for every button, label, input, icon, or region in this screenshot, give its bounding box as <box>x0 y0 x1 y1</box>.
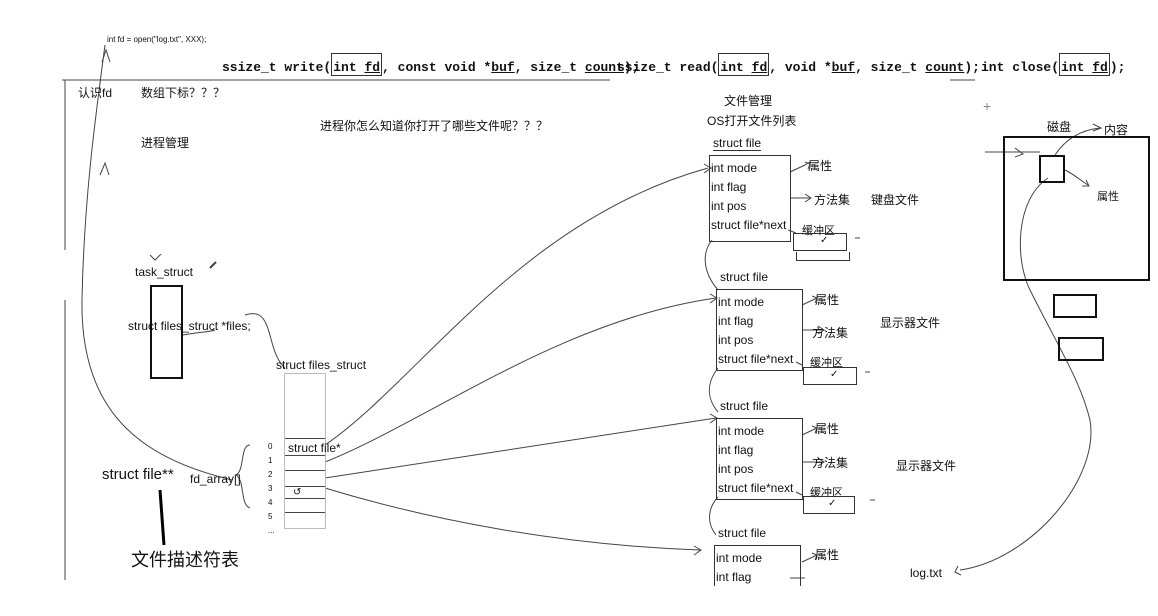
task-struct-box <box>150 285 183 379</box>
next-link-1 <box>704 239 719 291</box>
field-next: struct file*next <box>711 218 787 232</box>
close-signature: int close(int fd); <box>981 53 1125 76</box>
struct-file-1-box <box>709 155 791 242</box>
ops-label: 方法集 <box>814 193 851 207</box>
disk-to-log <box>959 177 1092 571</box>
field-pos: int pos <box>711 199 747 213</box>
slot3-mark: ↺ <box>293 487 302 498</box>
task-struct-label: task_struct <box>135 265 194 279</box>
field-flag: int flag <box>711 180 747 194</box>
fd-array-label: fd_array[] <box>190 472 241 486</box>
arrow-fd1 <box>324 297 717 463</box>
field-mode: int mode <box>718 295 765 309</box>
fd-indices: 0 1 2 3 4 5 ... <box>268 442 275 535</box>
question-label: 进程你怎么知道你打开了哪些文件呢？？？ <box>320 119 549 133</box>
write-signature: ssize_t write(int fd, const void *buf, s… <box>222 53 640 76</box>
buffer-box: ✓ <box>803 496 855 514</box>
field-flag: int flag <box>716 570 752 584</box>
buffer-box: ✓ <box>803 367 857 385</box>
curve-arrow-2 <box>101 48 111 63</box>
file-mgmt-label: 文件管理 <box>724 94 773 108</box>
file-kind-label: 键盘文件 <box>871 193 920 207</box>
fd-brace <box>234 444 251 509</box>
disk-attr-label: 属性 <box>1097 191 1119 203</box>
tick-mark <box>149 253 162 261</box>
struct-file-3-box <box>716 418 803 500</box>
content-label: 内容 <box>1104 123 1129 137</box>
curve-arrow-1 <box>99 161 110 176</box>
disk-block-1 <box>1053 294 1097 318</box>
struct-file-2-title: struct file <box>720 270 769 284</box>
ops-label: 方法集 <box>812 456 849 470</box>
attr-label: 属性 <box>808 159 833 173</box>
struct-file-pp-label: struct file** <box>102 466 174 483</box>
field-next: struct file*next <box>718 352 794 366</box>
stem-line <box>158 489 166 546</box>
array-index-label: 数组下标？？？ <box>141 86 226 100</box>
buffer-box: ✓ <box>793 233 847 251</box>
file-kind-label: 显示器文件 <box>896 459 957 473</box>
next-link-3 <box>709 496 719 536</box>
disk-label: 磁盘 <box>1047 120 1072 134</box>
field-next: struct file*next <box>718 481 794 495</box>
attr-label: 属性 <box>815 548 840 562</box>
struct-file-ptr-label: struct file* <box>288 441 341 455</box>
files-ptr-line <box>182 329 216 336</box>
fd-table-label: 文件描述符表 <box>131 550 239 570</box>
disk-block-2 <box>1058 337 1104 361</box>
buffer-label: 缓冲区 <box>810 357 843 369</box>
files-struct-label: struct files_struct <box>276 358 367 372</box>
arrow-fd2 <box>324 417 717 479</box>
field-flag: int flag <box>718 443 754 457</box>
struct-file-1-title: struct file <box>713 136 762 151</box>
field-flag: int flag <box>718 314 754 328</box>
buffer-under <box>796 252 850 261</box>
struct-file-4-box <box>714 545 801 586</box>
field-mode: int mode <box>718 424 765 438</box>
file-kind-label: 显示器文件 <box>880 316 941 330</box>
log-txt-label: log.txt <box>910 566 943 580</box>
field-mode: int mode <box>716 551 763 565</box>
read-signature: ssize_t read(int fd, void *buf, size_t c… <box>617 53 980 76</box>
field-pos: int pos <box>718 333 754 347</box>
struct-file-4-title: struct file <box>718 526 767 540</box>
os-open-list-label: OS打开文件列表 <box>707 114 797 128</box>
field-pos: int pos <box>718 462 754 476</box>
field-mode: int mode <box>711 161 758 175</box>
next-link-2 <box>708 367 719 413</box>
disk-box <box>1003 136 1150 281</box>
files-to-struct <box>244 313 286 369</box>
curve-to-open <box>81 44 233 481</box>
ops-label: 方法集 <box>812 326 849 340</box>
arrow-fd0 <box>324 167 709 446</box>
process-mgmt-label: 进程管理 <box>141 136 190 150</box>
know-fd-label: 认识fd <box>78 86 113 100</box>
open-call-note: int fd = open("log.txt", XXX); <box>107 35 207 44</box>
attr-label: 属性 <box>815 422 840 436</box>
struct-file-2-box <box>716 289 803 371</box>
struct-file-3-title: struct file <box>720 399 769 413</box>
attr-label: 属性 <box>815 293 840 307</box>
fd-array-box: ↺ <box>284 373 326 529</box>
arrow-fd3 <box>324 487 701 551</box>
buffer-label: 缓冲区 <box>802 225 835 237</box>
files-ptr-label: struct files_struct *files; <box>128 319 251 333</box>
disk-inode-box <box>1039 155 1065 183</box>
plus-mark: + <box>983 98 992 114</box>
